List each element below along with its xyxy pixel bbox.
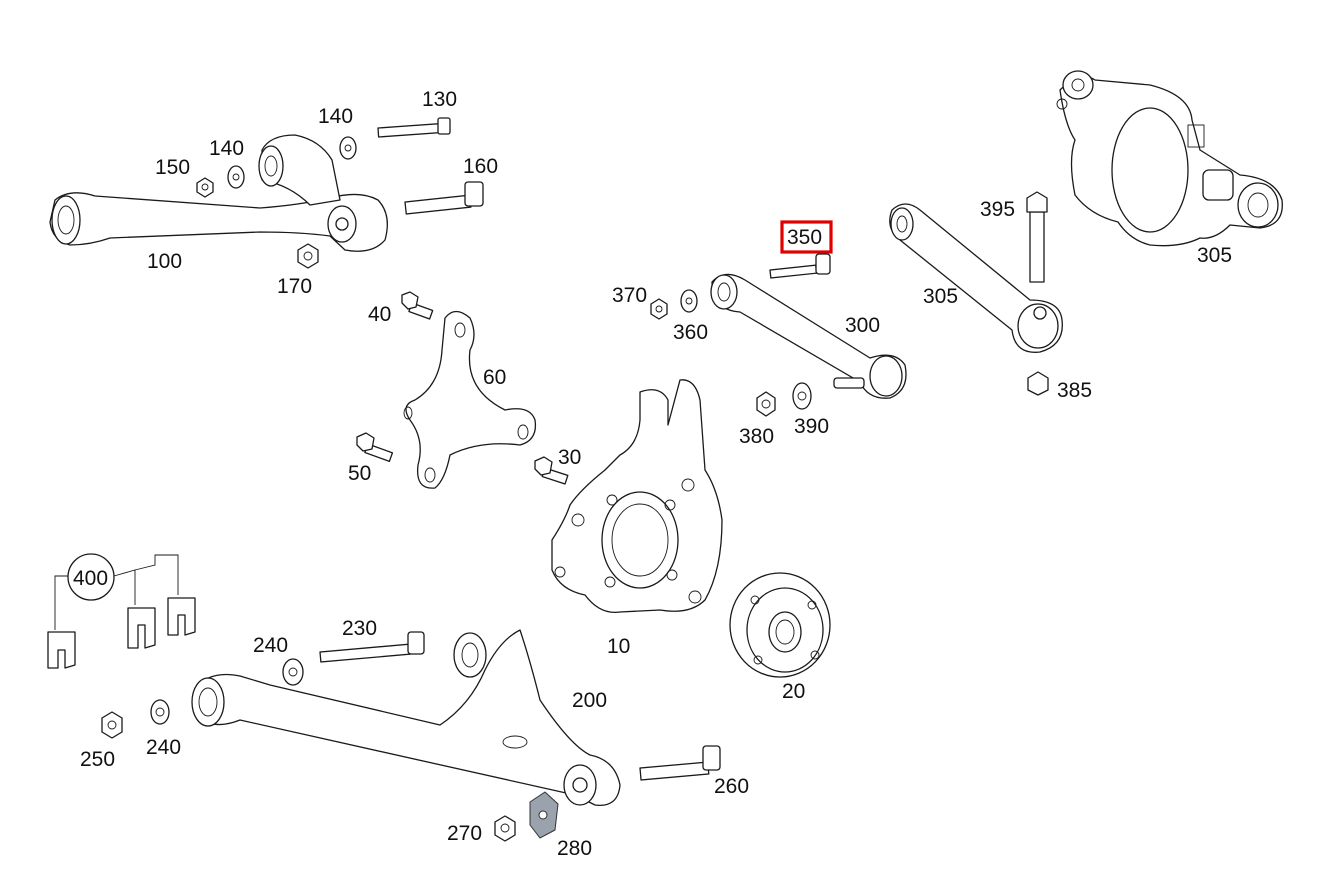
label-60[interactable]: 60	[483, 366, 506, 389]
label-395[interactable]: 395	[980, 198, 1015, 221]
label-305-middle[interactable]: 305	[923, 285, 958, 308]
highlight-box-350	[780, 220, 833, 254]
part-300-control-link[interactable]	[710, 273, 907, 399]
label-200[interactable]: 200	[572, 689, 607, 712]
label-160[interactable]: 160	[463, 155, 498, 178]
label-390[interactable]: 390	[794, 415, 829, 438]
label-305-right[interactable]: 305	[1197, 244, 1232, 267]
label-350[interactable]: 350	[787, 226, 822, 249]
bolt-230[interactable]	[319, 631, 425, 663]
label-280[interactable]: 280	[557, 837, 592, 860]
label-230[interactable]: 230	[342, 617, 377, 640]
label-140-left[interactable]: 140	[209, 137, 244, 160]
nut-150[interactable]	[196, 177, 214, 198]
nut-380[interactable]	[756, 391, 776, 417]
label-260[interactable]: 260	[714, 775, 749, 798]
label-40[interactable]: 40	[368, 303, 391, 326]
label-300[interactable]: 300	[845, 314, 880, 337]
nut-270[interactable]	[494, 815, 516, 842]
washer-360[interactable]	[680, 289, 698, 313]
label-400[interactable]: 400	[73, 567, 108, 590]
part-400-shim-kit[interactable]	[47, 553, 196, 669]
label-240-upper[interactable]: 240	[253, 634, 288, 657]
label-20[interactable]: 20	[782, 680, 805, 703]
washer-390[interactable]	[792, 382, 812, 410]
bolt-260[interactable]	[639, 745, 721, 781]
label-360[interactable]: 360	[673, 321, 708, 344]
label-10[interactable]: 10	[607, 635, 630, 658]
label-380[interactable]: 380	[739, 425, 774, 448]
part-10-knuckle[interactable]	[551, 379, 723, 614]
nut-370[interactable]	[650, 298, 668, 320]
washer-140-upper[interactable]	[339, 136, 357, 160]
label-130[interactable]: 130	[422, 88, 457, 111]
label-240-lower[interactable]: 240	[146, 736, 181, 759]
bolt-30[interactable]	[534, 456, 569, 485]
washer-240-lower[interactable]	[150, 699, 170, 725]
bolt-395[interactable]	[1026, 191, 1048, 283]
nut-250[interactable]	[101, 711, 123, 739]
nut-170[interactable]	[297, 243, 319, 269]
nut-385[interactable]	[1027, 371, 1049, 396]
label-250[interactable]: 250	[80, 748, 115, 771]
bolt-40[interactable]	[401, 291, 434, 320]
label-140-upper[interactable]: 140	[318, 105, 353, 128]
bolt-160[interactable]	[404, 181, 484, 215]
part-20-wheel-hub[interactable]	[729, 572, 831, 678]
label-385[interactable]: 385	[1057, 379, 1092, 402]
part-200-lower-arm[interactable]	[191, 629, 621, 806]
label-50[interactable]: 50	[348, 462, 371, 485]
label-170[interactable]: 170	[277, 275, 312, 298]
label-30[interactable]: 30	[558, 446, 581, 469]
label-100[interactable]: 100	[147, 250, 182, 273]
bolt-50[interactable]	[356, 432, 394, 462]
washer-140-left[interactable]	[227, 165, 245, 189]
part-100-upper-arm[interactable]	[49, 134, 388, 252]
washer-280[interactable]	[529, 791, 559, 839]
washer-240-upper[interactable]	[282, 658, 304, 686]
label-150[interactable]: 150	[155, 156, 190, 179]
part-305-link-middle[interactable]	[889, 203, 1063, 353]
bolt-130[interactable]	[377, 117, 451, 138]
label-270[interactable]: 270	[447, 822, 482, 845]
part-60-bracket[interactable]	[403, 310, 537, 489]
part-305-actuator-assembly[interactable]	[1056, 70, 1283, 247]
label-370[interactable]: 370	[612, 284, 647, 307]
bolt-350[interactable]	[769, 253, 831, 279]
